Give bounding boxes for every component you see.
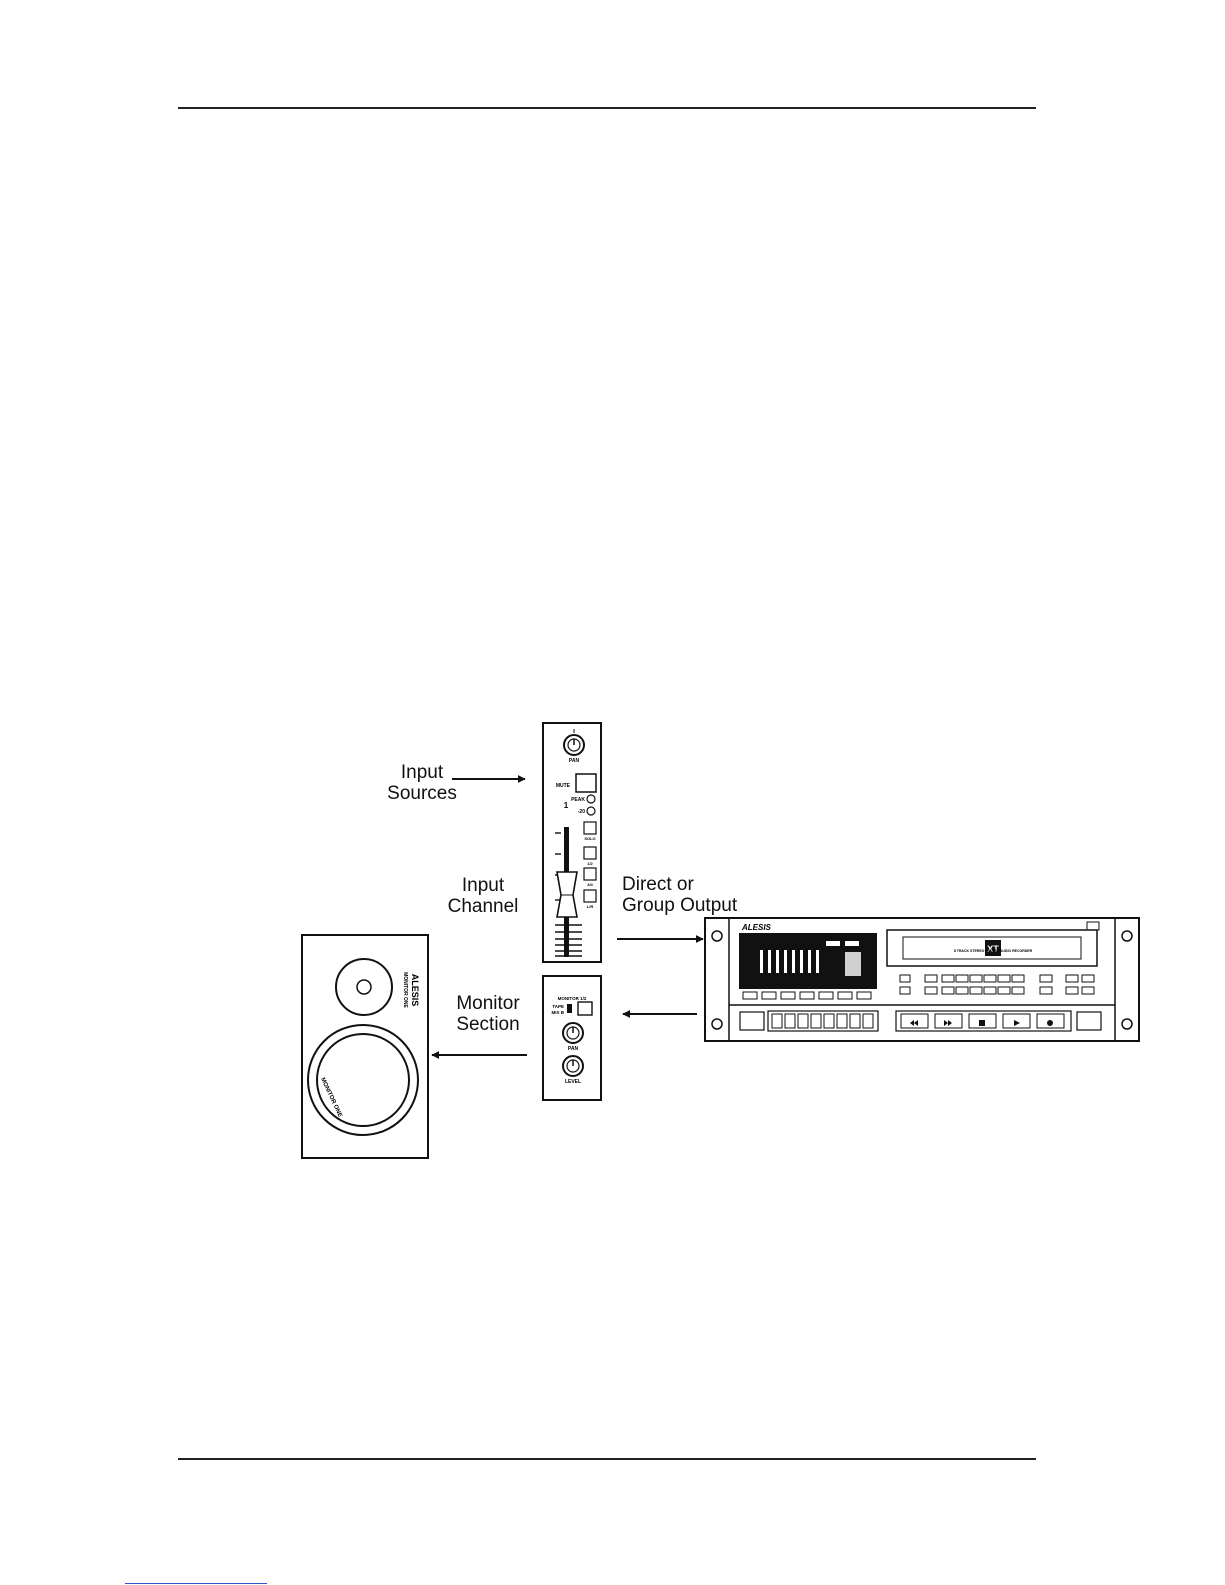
assign-lr-button — [584, 890, 596, 902]
mute-label: MUTE — [556, 783, 571, 789]
assign-1-2-label: 1/2 — [587, 861, 593, 866]
input-channel-strip: PAN MUTE PEAK 1 -20 SOLO 1/2 3/4 L/R — [543, 723, 601, 962]
recorder-brand: ALESIS — [741, 923, 772, 932]
pan-label: PAN — [569, 758, 580, 764]
monitor-level-label: LEVEL — [565, 1079, 581, 1085]
assign-lr-label: L/R — [587, 904, 594, 909]
tape-label: TAPE — [552, 1004, 564, 1009]
studio-monitor-speaker: ALESIS MONITOR ONE MONITOR ONE — [302, 935, 428, 1158]
assign-3-4-button — [584, 868, 596, 880]
mix-b-label: MIX B — [551, 1010, 564, 1015]
monitor-select-button — [578, 1002, 592, 1015]
signal-label: -20 — [578, 809, 585, 815]
speaker-model: MONITOR ONE — [402, 972, 408, 1008]
channel-number: 1 — [564, 801, 569, 810]
mute-button — [576, 774, 596, 792]
peak-label: PEAK — [571, 797, 585, 803]
assign-1-2-button — [584, 847, 596, 859]
tape-door-label: 8 TRACK STEREO DIGITAL AUDIO RECORDER — [954, 949, 1033, 953]
monitor-source-label: MONITOR 1/2 — [558, 996, 587, 1001]
solo-label: SOLO — [584, 836, 595, 841]
peak-led-icon — [587, 795, 595, 803]
monitor-pan-label: PAN — [568, 1046, 579, 1052]
signal-led-icon — [587, 807, 595, 815]
monitor-section-strip: MONITOR 1/2 TAPE MIX B PAN LEVEL — [543, 976, 601, 1100]
assign-3-4-label: 3/4 — [587, 882, 593, 887]
speaker-brand: ALESIS — [410, 974, 420, 1007]
digital-recorder: ALESIS XT 8 TRACK STEREO DIGITAL AUDIO R… — [705, 918, 1139, 1041]
solo-button — [584, 822, 596, 834]
